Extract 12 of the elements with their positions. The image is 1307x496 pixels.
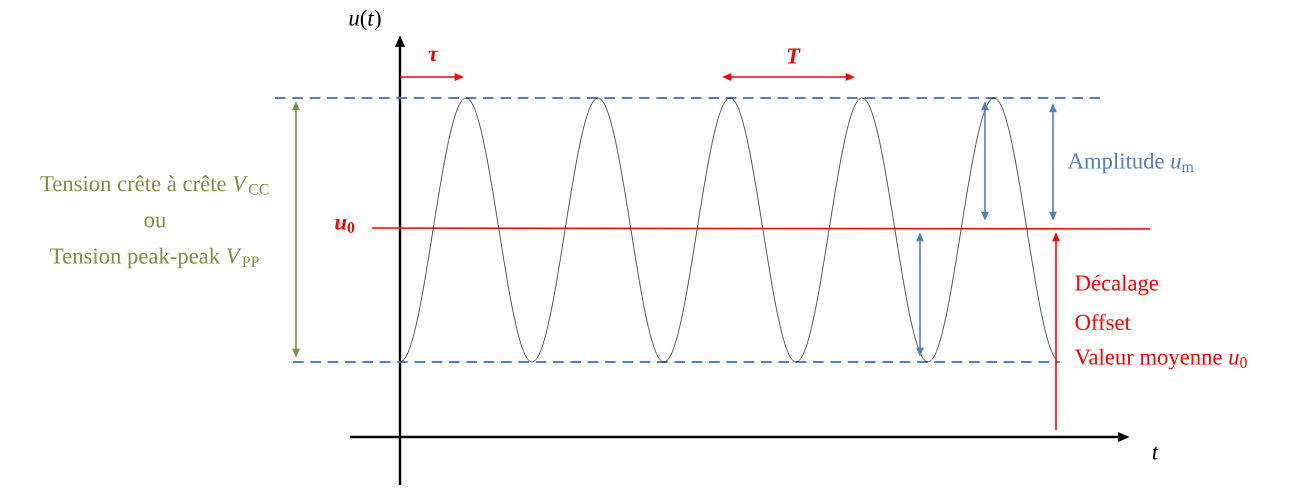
annotation-label: Offset [1075,313,1131,331]
annotation-label: T [787,48,801,64]
annotation-label: Décalage [1075,274,1159,296]
annotation-label: u$_{0}$ [335,219,355,233]
annotation-label: Tension peak-peak V$_{PP}$ [50,247,259,269]
annotation-label: Valeur moyenne u$_{0}$ [1074,348,1247,370]
annotation-label: Amplitude u$_{m}$ [1067,152,1194,174]
annotation-label: τ [428,50,439,62]
axis-label: u(t) [349,9,381,31]
annotation-label: Tension crête à crête V$_{CC}$ [40,175,269,195]
annotation-label: ou [144,216,166,228]
axis-label: t [1152,446,1159,460]
